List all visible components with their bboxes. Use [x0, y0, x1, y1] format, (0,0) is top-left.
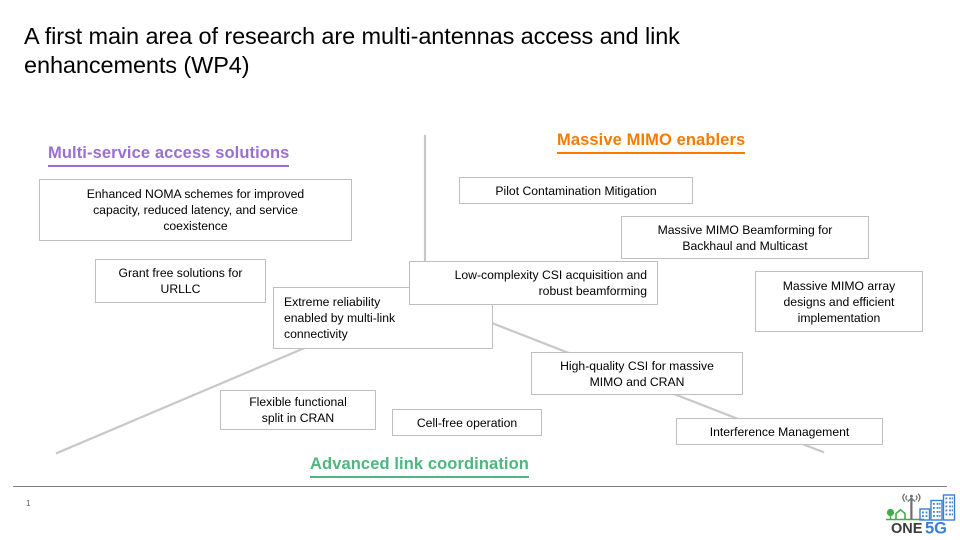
- topic-box-grant-free-solutions[interactable]: Grant free solutions for URLLC: [95, 259, 266, 303]
- page-number: 1: [26, 499, 31, 508]
- logo-text-one: ONE: [891, 521, 923, 536]
- category-heading-multi-service-access-solutions: Multi-service access solutions: [48, 144, 290, 167]
- logo-text-5g: 5G: [925, 520, 947, 537]
- topic-box-massive-mimo-beamforming[interactable]: Massive MIMO Beamforming for Backhaul an…: [621, 216, 869, 259]
- category-heading-massive-mimo-enablers: Massive MIMO enablers: [557, 131, 746, 154]
- topic-box-enhanced-noma[interactable]: Enhanced NOMA schemes for improved capac…: [39, 179, 352, 241]
- topic-box-interference-management[interactable]: Interference Management: [676, 418, 883, 445]
- topic-box-high-quality-csi[interactable]: High-quality CSI for massive MIMO and CR…: [531, 352, 743, 395]
- footer-divider: [13, 486, 947, 487]
- page-title: A first main area of research are multi-…: [24, 23, 680, 78]
- topic-box-flexible-functional-split[interactable]: Flexible functional split in CRAN: [220, 390, 376, 430]
- topic-box-cell-free-operation[interactable]: Cell-free operation: [392, 409, 542, 436]
- topic-box-massive-mimo-array[interactable]: Massive MIMO array designs and efficient…: [755, 271, 923, 332]
- topic-box-pilot-contamination-mitigation[interactable]: Pilot Contamination Mitigation: [459, 177, 693, 204]
- topic-box-low-complexity-csi[interactable]: Low-complexity CSI acquisition and robus…: [409, 261, 658, 305]
- category-heading-advanced-link-coordination: Advanced link coordination: [310, 455, 529, 478]
- one5g-logo: ONE 5G: [886, 493, 956, 537]
